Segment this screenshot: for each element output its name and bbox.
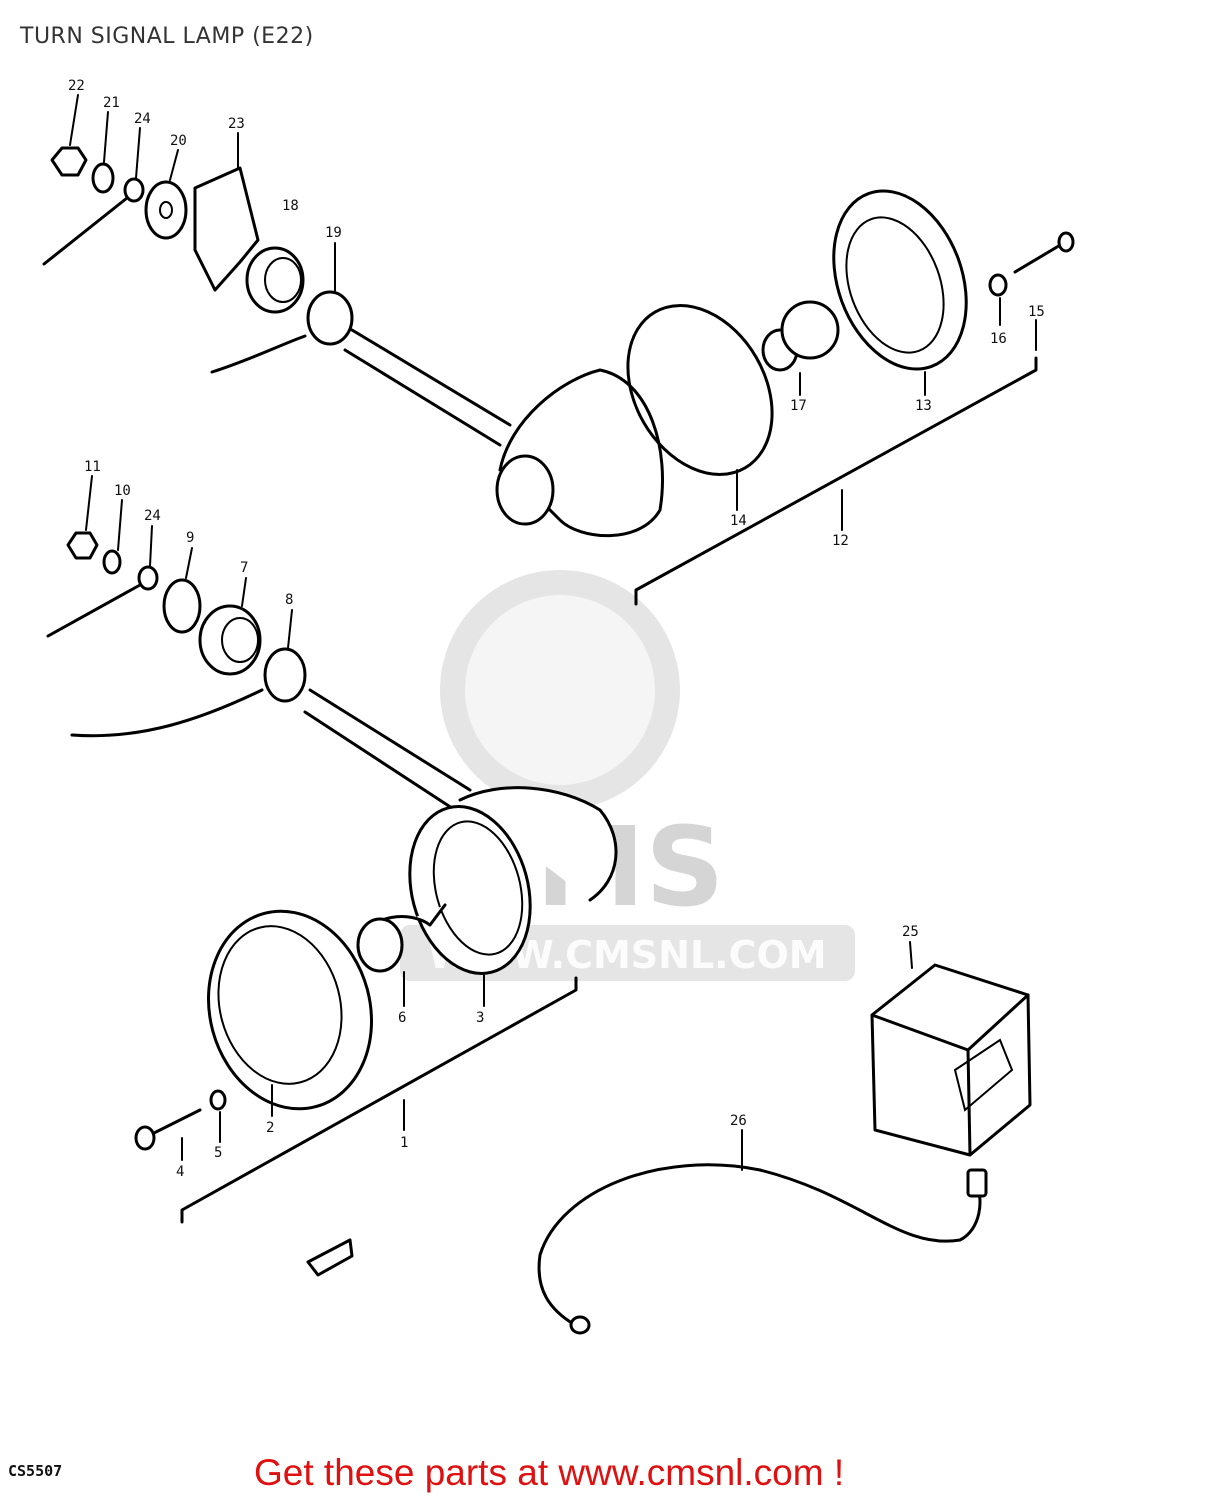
part-8-nut (263, 647, 307, 703)
label-15: 15 (1028, 304, 1045, 320)
upper-lamp-assembly (42, 146, 1075, 606)
get-parts-link[interactable]: Get these parts at www.cmsnl.com ! (254, 1452, 845, 1493)
part-11-nut (66, 531, 99, 560)
label-23: 23 (228, 116, 245, 132)
part-labels: 22 21 24 20 23 18 19 15 16 17 13 14 12 1… (68, 78, 1045, 1180)
leader-lines (69, 94, 1037, 1171)
part-25-relay (870, 963, 1032, 1157)
label-7: 7 (240, 560, 248, 576)
label-2: 2 (266, 1120, 274, 1136)
part-13-lens (832, 189, 968, 371)
part-24b-terminal (137, 565, 159, 591)
part-5-washer (209, 1089, 227, 1111)
label-3: 3 (476, 1010, 484, 1026)
lower-stem (303, 688, 472, 812)
label-5: 5 (214, 1145, 222, 1161)
bracket-12 (634, 356, 1038, 606)
label-24: 24 (134, 111, 151, 127)
part-17-bulb (780, 300, 840, 360)
part-24-terminal (123, 177, 145, 203)
part-18-grommet (245, 246, 305, 314)
label-25: 25 (902, 924, 919, 940)
part-22-nut (50, 146, 88, 177)
label-13: 13 (915, 398, 932, 414)
diagram-code: CS5507 (8, 1462, 63, 1480)
part-3-rim (408, 805, 532, 975)
lower-lamp-assembly (46, 531, 618, 1277)
part-16-washer (988, 273, 1008, 297)
part-7-grommet (198, 604, 262, 676)
label-26: 26 (730, 1113, 747, 1129)
label-22: 22 (68, 78, 85, 94)
part-23-bracket (193, 166, 260, 292)
label-24b: 24 (144, 508, 161, 524)
lower-housing (458, 786, 618, 902)
label-14: 14 (730, 513, 747, 529)
part-14-gasket (626, 304, 774, 476)
label-17: 17 (790, 398, 807, 414)
label-6: 6 (398, 1010, 406, 1026)
label-10: 10 (114, 483, 131, 499)
part-9-washer (162, 578, 202, 634)
label-16: 16 (990, 331, 1007, 347)
part-20-washer (144, 180, 188, 240)
upper-stem (343, 328, 512, 447)
page-title: TURN SIGNAL LAMP (E22) (20, 24, 314, 49)
part-4-screw (148, 1108, 202, 1137)
relay-and-harness (537, 963, 1032, 1335)
label-4: 4 (176, 1164, 184, 1180)
label-20: 20 (170, 133, 187, 149)
part-15-screw (1013, 242, 1064, 274)
bracket-1 (180, 976, 578, 1224)
direction-arrow-icon (306, 1238, 354, 1277)
upper-wire-2 (210, 334, 307, 374)
label-11: 11 (84, 459, 101, 475)
label-12: 12 (832, 533, 849, 549)
lower-wire-1 (46, 583, 142, 638)
part-19-nut (306, 290, 354, 346)
label-19: 19 (325, 225, 342, 241)
part-10-washer (102, 549, 122, 575)
label-21: 21 (103, 95, 120, 111)
label-18: 18 (282, 198, 299, 214)
upper-wire-1 (42, 196, 129, 266)
label-9: 9 (186, 530, 194, 546)
part-26-harness (538, 1163, 982, 1257)
lower-wire-2 (70, 688, 264, 738)
label-8: 8 (285, 592, 293, 608)
label-1: 1 (400, 1135, 408, 1151)
part-21-washer (91, 162, 115, 194)
